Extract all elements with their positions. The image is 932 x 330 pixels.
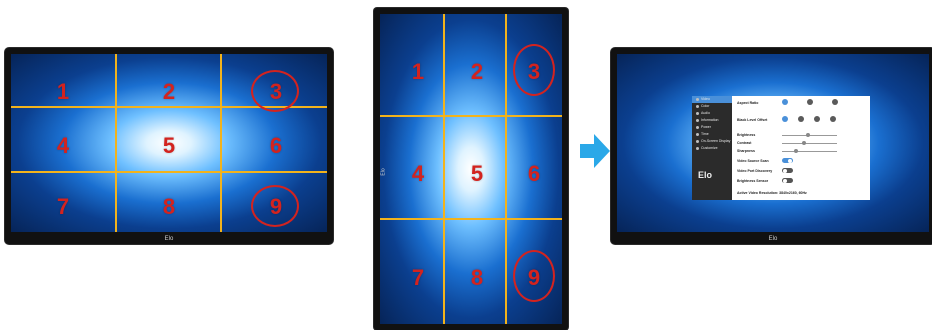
landscape-screen: 1 2 3 4 5 6 7 8 9 [11,54,327,232]
osd-sidebar-item-on-screen-display[interactable]: On-Screen Display [692,138,732,145]
grid-number-8: 8 [471,265,483,291]
black-level-offset-label: Black Level Offset [737,118,767,122]
brightness-sensor-toggle[interactable] [782,178,793,183]
brand-logo: Elo [769,236,778,242]
grid-line [220,54,222,232]
grid-line [443,14,445,324]
osd-sidebar-item-color[interactable]: Color [692,103,732,110]
osd-sidebar-label: Audio [701,111,710,115]
osd-sidebar-label: Information [701,118,719,122]
grid-line [380,115,562,117]
sharpness-label: Sharpness [737,149,755,153]
grid-line [115,54,117,232]
portrait-screen: 1 2 3 4 5 6 7 8 9 [380,14,562,324]
grid-number-1: 1 [412,59,424,85]
aspect-ratio-option[interactable] [782,99,788,105]
osd-content: Aspect Ratio Black Level Offset Brightne… [732,96,870,200]
video-source-scan-toggle[interactable] [782,158,793,163]
video-icon [696,98,699,101]
grid-number-4: 4 [412,161,424,187]
osd-sidebar-item-power[interactable]: Power [692,124,732,131]
aspect-ratio-label: Aspect Ratio [737,101,758,105]
osd-sidebar-item-video[interactable]: Video [692,96,732,103]
grid-line [505,14,507,324]
osd-sidebar-label: Video [701,97,710,101]
grid-number-7: 7 [412,265,424,291]
grid-number-6: 6 [528,161,540,187]
display-icon [696,140,699,143]
osd-sidebar: Video Color Audio Information Power Time… [692,96,732,200]
black-level-option[interactable] [782,116,788,122]
info-icon [696,119,699,122]
osd-screen: Video Color Audio Information Power Time… [617,54,929,232]
audio-icon [696,112,699,115]
osd-sidebar-item-audio[interactable]: Audio [692,110,732,117]
contrast-slider-knob[interactable] [802,141,806,145]
black-level-option[interactable] [798,116,804,122]
contrast-slider[interactable] [782,143,837,144]
grid-line [11,171,327,173]
power-icon [696,126,699,129]
osd-sidebar-label: Power [701,125,711,129]
clock-icon [696,133,699,136]
highlight-circle [251,70,299,112]
grid-number-2: 2 [163,79,175,105]
video-port-discovery-label: Video Port Discovery [737,169,772,173]
osd-sidebar-label: Time [701,132,709,136]
landscape-monitor: 1 2 3 4 5 6 7 8 9 Elo [5,48,333,244]
grid-number-6: 6 [270,133,282,159]
brightness-label: Brightness [737,133,755,137]
highlight-circle [513,44,555,96]
grid-number-7: 7 [57,194,69,220]
grid-number-8: 8 [163,194,175,220]
brightness-sensor-label: Brightness Sensor [737,179,768,183]
brand-logo: Elo [165,236,174,242]
osd-sidebar-label: Color [701,104,709,108]
customize-icon [696,147,699,150]
osd-sidebar-label: Customize [701,146,718,150]
arrow-right-icon [580,134,610,168]
active-video-resolution-text: Active Video Resolution: 3840x2160, 60Hz [737,191,807,195]
osd-sidebar-item-time[interactable]: Time [692,131,732,138]
black-level-option[interactable] [814,116,820,122]
highlight-circle [513,250,555,302]
grid-number-4: 4 [57,133,69,159]
osd-sidebar-item-customize[interactable]: Customize [692,145,732,152]
sharpness-slider-knob[interactable] [794,149,798,153]
highlight-circle [251,185,299,227]
aspect-ratio-option[interactable] [832,99,838,105]
brand-logo: Elo [381,168,387,175]
brightness-slider-knob[interactable] [806,133,810,137]
grid-number-5: 5 [163,133,175,159]
grid-number-5: 5 [471,161,483,187]
osd-monitor: Video Color Audio Information Power Time… [611,48,932,244]
black-level-option[interactable] [830,116,836,122]
grid-number-2: 2 [471,59,483,85]
portrait-monitor: 1 2 3 4 5 6 7 8 9 Elo [374,8,568,330]
osd-brand-logo: Elo [698,170,712,180]
video-source-scan-label: Video Source Scan [737,159,769,163]
grid-number-1: 1 [57,79,69,105]
contrast-label: Contrast [737,141,751,145]
osd-sidebar-item-information[interactable]: Information [692,117,732,124]
osd-menu: Video Color Audio Information Power Time… [692,96,870,200]
osd-sidebar-label: On-Screen Display [701,139,730,143]
sharpness-slider[interactable] [782,151,837,152]
aspect-ratio-option[interactable] [807,99,813,105]
video-port-discovery-toggle[interactable] [782,168,793,173]
color-icon [696,105,699,108]
grid-line [380,218,562,220]
